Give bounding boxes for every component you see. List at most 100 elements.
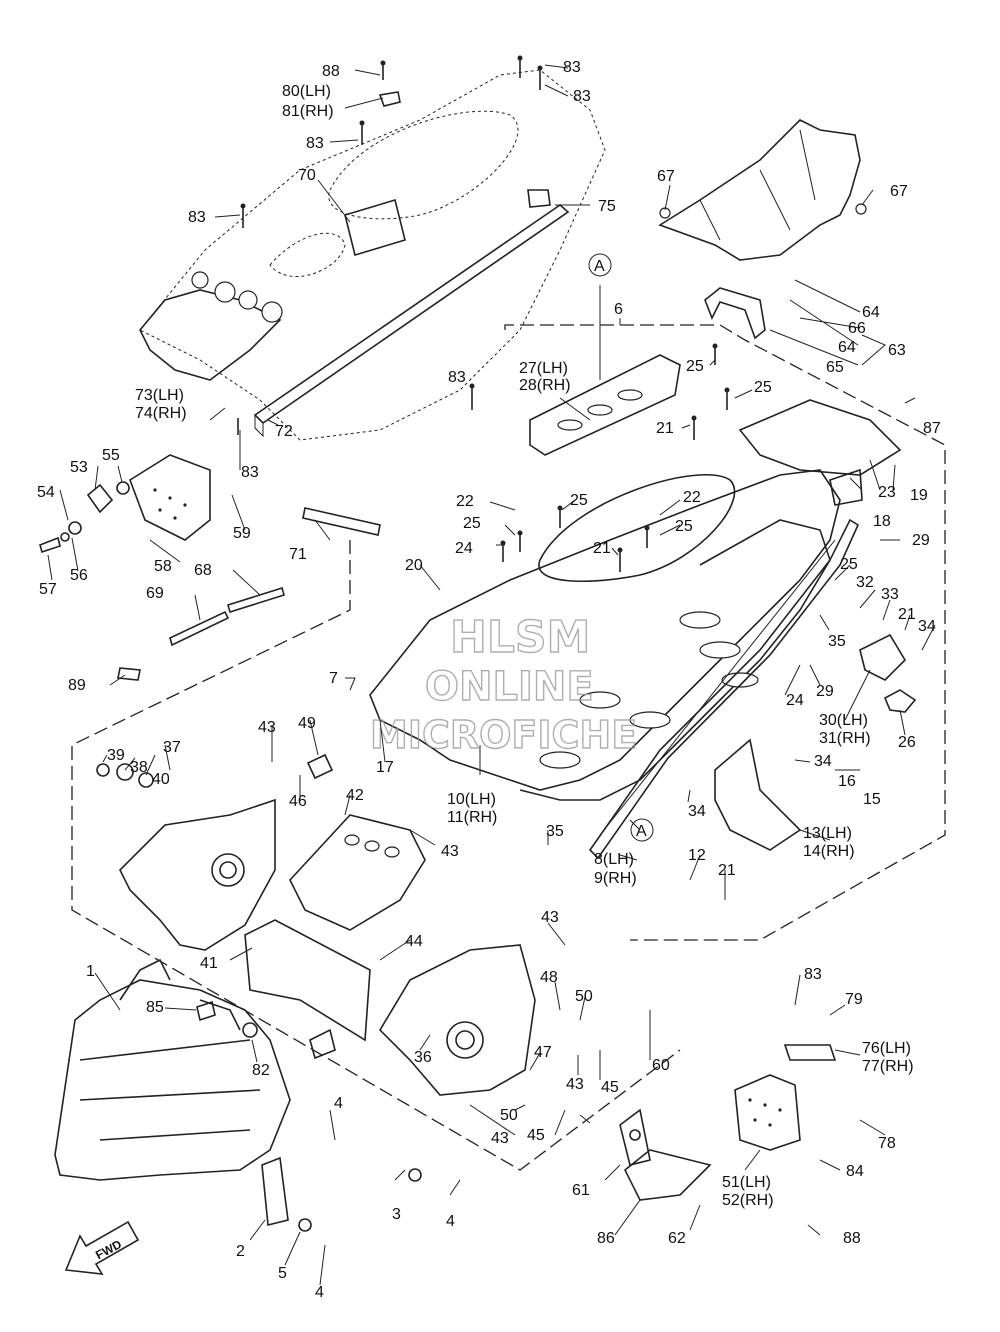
plate-27-28[interactable]	[529, 354, 681, 456]
bracket-58[interactable]	[129, 454, 211, 541]
callout-63: 63	[888, 342, 906, 359]
callout-83: 83	[306, 135, 324, 152]
block-85[interactable]	[196, 1000, 216, 1022]
strip-68[interactable]	[227, 586, 285, 614]
callout-54: 54	[37, 484, 55, 501]
watermark-line-1: HLSM	[450, 612, 590, 663]
callout-80: 80(LH)	[282, 83, 331, 100]
cross-member-23[interactable]	[738, 399, 902, 506]
callout-22: 22	[456, 493, 474, 510]
callout-78: 78	[878, 1135, 896, 1152]
bracket-26[interactable]	[883, 689, 917, 713]
callout-12: 12	[688, 847, 706, 864]
callout-21: 21	[898, 606, 916, 623]
callout-24: 24	[786, 692, 804, 709]
callout-32: 32	[856, 574, 874, 591]
rivets-top	[237, 55, 730, 572]
callout-62: 62	[668, 1230, 686, 1247]
rail-bar-72[interactable]	[253, 203, 570, 438]
callout-5: 5	[278, 1265, 287, 1282]
rear-flap-assembly[interactable]	[658, 119, 867, 340]
bracket-2[interactable]	[261, 1156, 289, 1227]
callout-38: 38	[130, 759, 148, 776]
callout-60: 60	[652, 1057, 670, 1074]
front-frame-1[interactable]	[54, 958, 291, 1181]
callout-47: 47	[534, 1044, 552, 1061]
callout-46: 46	[289, 793, 307, 810]
callout-33: 33	[881, 586, 899, 603]
callout-16: 16	[838, 773, 856, 790]
callout-83: 83	[573, 88, 591, 105]
bar-71[interactable]	[302, 507, 381, 536]
bracket-51-52[interactable]	[734, 1074, 801, 1151]
washer-5[interactable]	[298, 1218, 312, 1232]
callout-30: 30(LH)	[819, 712, 868, 729]
callout-7: 7	[329, 670, 338, 687]
callout-67: 67	[657, 168, 675, 185]
callout-29: 29	[912, 532, 930, 549]
callout-87: 87	[923, 420, 941, 437]
callout-68: 68	[194, 562, 212, 579]
bulkhead-36[interactable]	[378, 944, 536, 1096]
callout-61: 61	[572, 1182, 590, 1199]
grommet-3[interactable]	[408, 1168, 422, 1182]
side-plate-37[interactable]	[119, 798, 276, 951]
callout-83: 83	[563, 59, 581, 76]
bulkhead-42[interactable]	[289, 814, 426, 931]
view-marker-a-bottom	[630, 818, 654, 842]
callout-27: 27(LH)	[519, 360, 568, 377]
callout-49: 49	[298, 715, 316, 732]
slide-rail-8-9[interactable]	[588, 518, 860, 860]
callout-66: 66	[848, 320, 866, 337]
callout-86: 86	[597, 1230, 615, 1247]
front-plate-41[interactable]	[244, 919, 371, 1060]
callout-11: 11(RH)	[447, 809, 497, 826]
callout-25: 25	[754, 379, 772, 396]
watermark-line-3: MICROFICHE	[370, 713, 637, 757]
callout-43: 43	[491, 1130, 509, 1147]
bracket-61[interactable]	[619, 1108, 651, 1166]
callout-43: 43	[441, 843, 459, 860]
callout-57: 57	[39, 581, 57, 598]
callout-59: 59	[233, 525, 251, 542]
bracket-13-14[interactable]	[714, 738, 802, 851]
callout-50: 50	[575, 988, 593, 1005]
callout-4: 4	[446, 1213, 455, 1230]
grommet-82[interactable]	[242, 1022, 258, 1038]
callout-25: 25	[570, 492, 588, 509]
callout-25: 25	[840, 556, 858, 573]
bracket-30-31[interactable]	[859, 633, 907, 681]
plate-70[interactable]	[344, 198, 406, 257]
callout-17: 17	[376, 759, 394, 776]
callout-25: 25	[463, 515, 481, 532]
callout-15: 15	[863, 791, 881, 808]
callout-69: 69	[146, 585, 164, 602]
callout-26: 26	[898, 734, 916, 751]
pipe-76-77[interactable]	[783, 1044, 837, 1061]
clip-80-81[interactable]	[378, 91, 401, 107]
callout-64: 64	[862, 304, 880, 321]
main-frame-body[interactable]	[369, 469, 841, 801]
callout-77: 77(RH)	[862, 1058, 914, 1075]
rear-tunnel-outline	[139, 69, 606, 441]
callout-34: 34	[814, 753, 832, 770]
callout-23: 23	[878, 484, 896, 501]
callout-74: 74(RH)	[135, 405, 187, 422]
cover-86[interactable]	[623, 1149, 712, 1201]
tag-89[interactable]	[117, 667, 141, 681]
callout-73: 73(LH)	[135, 387, 184, 404]
callout-83: 83	[241, 464, 259, 481]
callout-25: 25	[686, 358, 704, 375]
callout-41: 41	[200, 955, 218, 972]
clip-75[interactable]	[527, 189, 551, 208]
bearing-38-40[interactable]	[96, 763, 154, 788]
callout-48: 48	[540, 969, 558, 986]
callout-44: 44	[405, 933, 423, 950]
cap-49[interactable]	[306, 753, 334, 780]
callout-81: 81(RH)	[282, 103, 334, 120]
callout-39: 39	[107, 747, 125, 764]
callout-53: 53	[70, 459, 88, 476]
strip-69[interactable]	[169, 610, 230, 647]
callout-37: 37	[163, 739, 181, 756]
hardware-53-57[interactable]	[39, 481, 130, 554]
